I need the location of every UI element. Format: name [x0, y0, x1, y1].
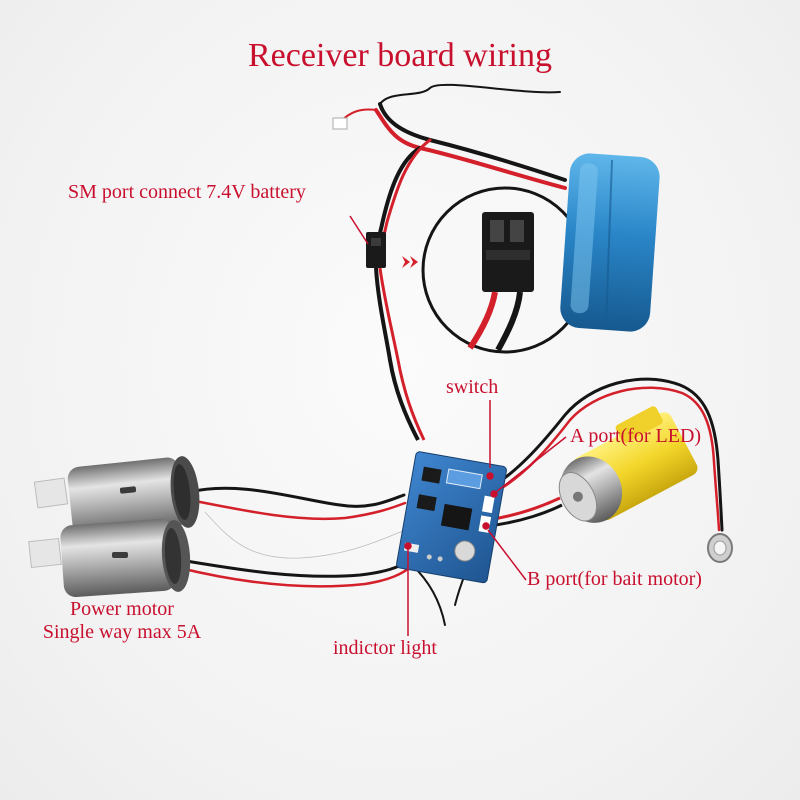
led-bulb	[707, 533, 733, 563]
label-power-motor-line1: Power motor	[70, 598, 174, 620]
receiver-board	[396, 451, 507, 584]
battery-pack	[560, 153, 660, 332]
motor-wires	[178, 486, 481, 626]
label-indicator-light: indictor light	[333, 637, 437, 659]
label-power-motor-line2: Single way max 5A	[42, 621, 202, 643]
label-b-port: B port(for bait motor)	[527, 568, 702, 590]
led-wires	[488, 377, 724, 532]
sm-connector	[349, 215, 426, 441]
power-motor-bottom	[28, 518, 191, 598]
power-motor-top	[33, 456, 200, 539]
jst-plug	[332, 117, 348, 130]
bait-gear-motor	[487, 406, 698, 528]
label-power-motor: Power motor Single way max 5A	[22, 598, 222, 644]
label-switch: switch	[446, 376, 499, 398]
label-sm-port: SM port connect 7.4V battery	[68, 181, 306, 203]
callout-lines	[404, 400, 567, 636]
sm-connector-zoom-inset	[421, 186, 589, 354]
diagram-title: Receiver board wiring	[248, 37, 552, 74]
battery-lead-wires	[339, 83, 567, 254]
pointer-arrow-icon	[402, 256, 418, 268]
label-a-port: A port(for LED)	[570, 425, 702, 447]
